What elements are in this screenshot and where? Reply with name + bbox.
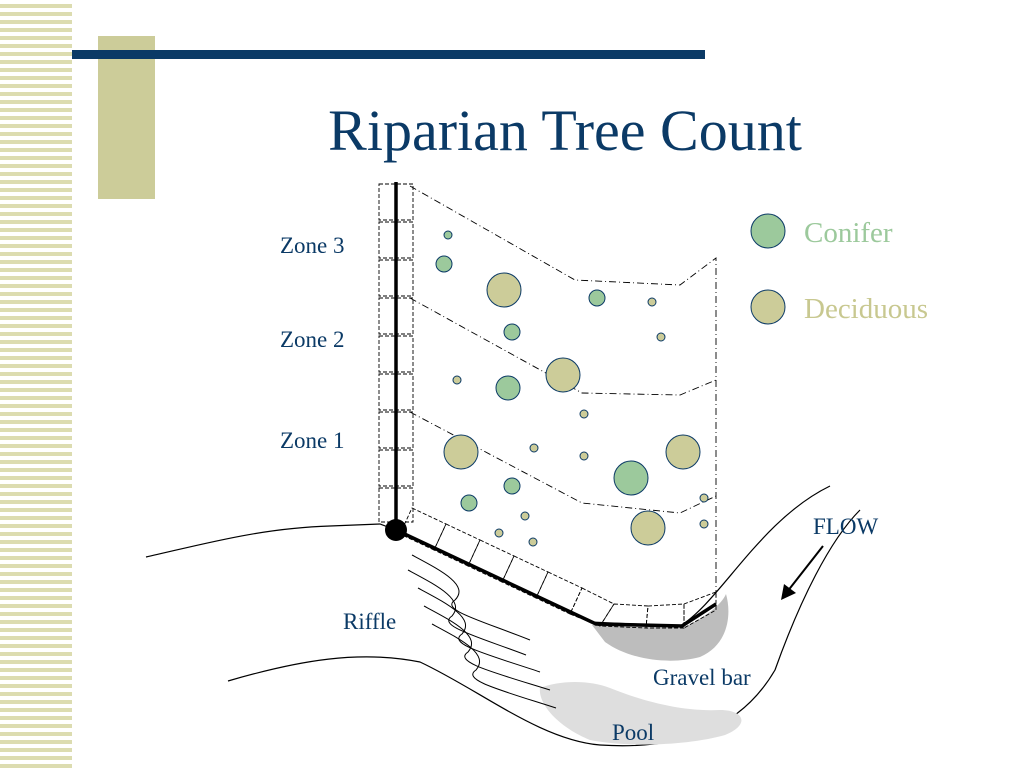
deciduous-tree — [699, 493, 709, 503]
accent-block — [98, 36, 155, 199]
flow-label: FLOW — [813, 514, 878, 539]
legend-deciduous-swatch — [750, 289, 786, 325]
zone-1-label: Zone 1 — [280, 428, 345, 453]
deciduous-tree — [630, 510, 666, 546]
legend-conifer-label: Conifer — [804, 217, 893, 249]
deciduous-tree — [529, 443, 539, 453]
pool — [539, 682, 742, 745]
legend-deciduous-label: Deciduous — [804, 293, 928, 325]
pool-label: Pool — [612, 720, 654, 745]
gravel-bar — [592, 594, 729, 661]
deciduous-tree — [656, 332, 666, 342]
conifer-tree — [495, 375, 521, 401]
legend: Conifer Deciduous — [750, 213, 928, 325]
flow-arrow — [781, 545, 824, 600]
survey-plot-outline — [409, 185, 717, 598]
conifer-tree — [613, 460, 649, 496]
legend-conifer-swatch — [750, 213, 786, 249]
conifer-tree — [435, 255, 453, 273]
deciduous-tree — [579, 451, 589, 461]
deciduous-tree — [579, 409, 589, 419]
deciduous-tree — [494, 528, 504, 538]
deciduous-tree — [452, 375, 462, 385]
riffle-lines — [407, 554, 557, 709]
gravel-bar-label: Gravel bar — [653, 665, 751, 690]
conifer-tree — [588, 289, 606, 307]
zone-3-label: Zone 3 — [280, 233, 345, 258]
deciduous-tree — [520, 511, 530, 521]
origin-point — [385, 519, 407, 541]
conifer-tree — [443, 230, 453, 240]
decorative-stripes — [0, 0, 72, 768]
deciduous-tree — [665, 434, 701, 470]
conifer-tree — [503, 477, 521, 495]
tree-markers — [435, 230, 709, 547]
deciduous-tree — [443, 434, 479, 470]
riffle-label: Riffle — [343, 609, 396, 634]
conifer-tree — [503, 323, 521, 341]
deciduous-tree — [647, 297, 657, 307]
deciduous-tree — [545, 357, 581, 393]
zone-2-label: Zone 2 — [280, 327, 345, 352]
slide-title: Riparian Tree Count — [328, 98, 802, 163]
deciduous-tree — [528, 537, 538, 547]
stream-bank-lower — [227, 509, 861, 747]
deciduous-tree — [699, 519, 709, 529]
conifer-tree — [460, 494, 478, 512]
title-rule — [72, 50, 705, 59]
deciduous-tree — [486, 272, 522, 308]
stream-baseline — [395, 528, 717, 628]
stream-transect-segments — [399, 507, 717, 629]
